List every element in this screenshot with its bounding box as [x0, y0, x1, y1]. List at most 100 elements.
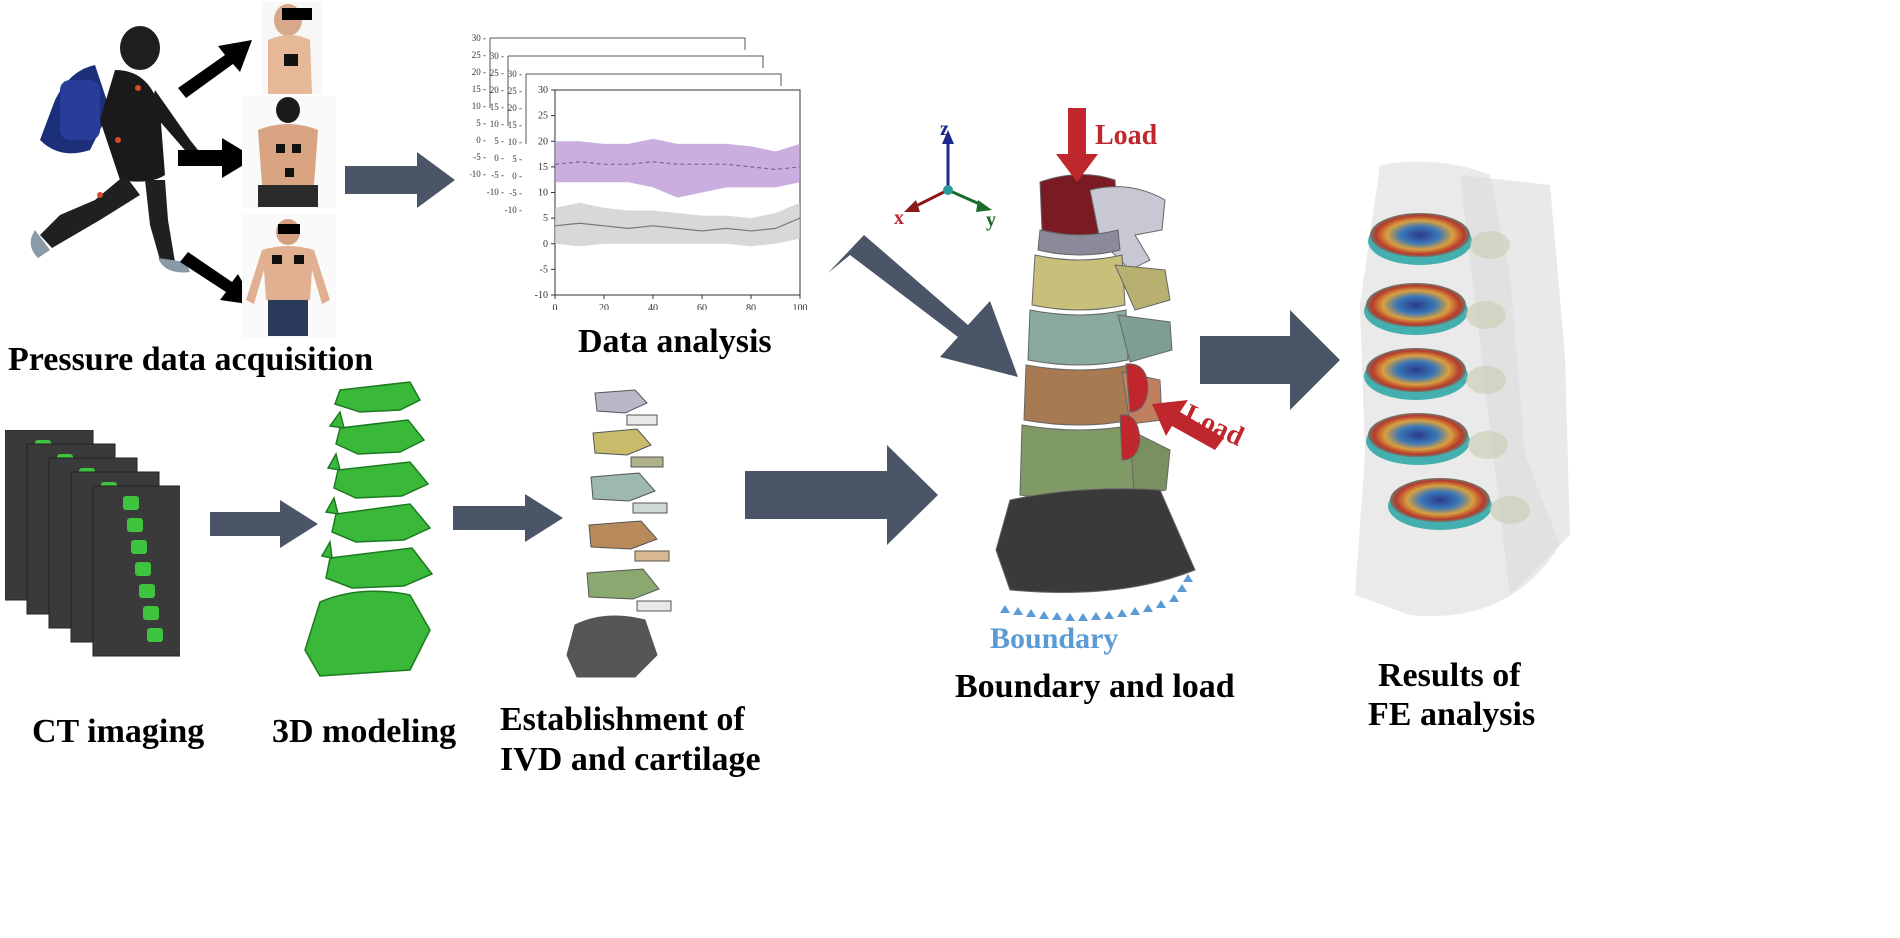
arrow-chart-to-boundary [828, 235, 1018, 377]
axis-x-label: x [894, 207, 904, 229]
fe-disc-stress-map [1366, 283, 1466, 327]
caption-results-line1: Results of [1378, 657, 1521, 694]
fe-facet [1468, 431, 1508, 459]
boundary-triangle [1078, 613, 1088, 621]
black-arrow-down [180, 252, 255, 305]
fe-facet [1490, 496, 1530, 524]
ct-vertebra-highlight [143, 606, 159, 620]
stacked-panel-frame [508, 55, 764, 68]
x-tick-label: 100 [793, 303, 808, 310]
boundary-triangle [1065, 613, 1075, 621]
photo-front-sensors [242, 214, 336, 338]
stacked-panel-tick-label: 30 - [472, 33, 486, 43]
arrow-to-results [1200, 310, 1340, 410]
series-0-band [555, 138, 800, 198]
stacked-panel-tick-label: -10 - [470, 169, 486, 179]
caption-ct-imaging: CT imaging [32, 713, 205, 750]
caption-boundary-and-load: Boundary and load [955, 668, 1235, 705]
load-arrow-side [1152, 400, 1224, 450]
ct-vertebra-highlight [139, 584, 155, 598]
stacked-panel-frame [490, 37, 746, 50]
caption-establishment-line2: IVD and cartilage [500, 741, 761, 778]
y-tick-label: 0 [543, 239, 548, 250]
photo-back-sensors [242, 96, 336, 208]
stacked-panel-tick-label: 20 - [490, 85, 504, 95]
photo-shoulder-sensor [262, 2, 322, 94]
boundary-triangle [1013, 607, 1023, 615]
running-child-figure [30, 26, 198, 273]
x-tick-label: 60 [697, 303, 707, 310]
stacked-panel-tick-label: 15 - [472, 84, 486, 94]
y-tick-label: -5 [540, 264, 548, 275]
ct-vertebra-highlight [127, 518, 143, 532]
stacked-panel-tick-label: 10 - [472, 101, 486, 111]
stacked-panel-tick-label: 0 - [476, 135, 486, 145]
data-analysis-chart: 30 -25 -20 -15 -10 -5 -0 --5 --10 -30 -2… [470, 33, 808, 310]
black-arrow-up [178, 40, 252, 98]
stacked-panel-tick-label: 25 - [508, 86, 522, 96]
axis-z-label: z [940, 118, 949, 140]
stacked-panel-tick-label: 15 - [490, 102, 504, 112]
green-spine-model [304, 381, 434, 677]
fe-facet [1466, 366, 1506, 394]
stacked-panel-tick-label: -10 - [505, 205, 522, 215]
axis-y-label: y [986, 209, 996, 231]
arrow-ivd-to-boundary [745, 445, 938, 545]
stacked-panel-tick-label: 15 - [508, 120, 522, 130]
black-arrow-right [178, 138, 255, 178]
stacked-panel-tick-label: -5 - [509, 188, 522, 198]
fe-analysis-results-model [1355, 161, 1570, 617]
x-tick-label: 20 [599, 303, 609, 310]
stacked-panel-tick-label: 10 - [508, 137, 522, 147]
x-tick-label: 80 [746, 303, 756, 310]
ivd-cartilage-model [566, 389, 672, 678]
ct-vertebra-highlight [147, 628, 163, 642]
stacked-panel-tick-label: 5 - [476, 118, 486, 128]
stacked-panel-tick-label: 25 - [472, 50, 486, 60]
stacked-panel-tick-label: 20 - [472, 67, 486, 77]
stacked-panel-tick-label: 25 - [490, 68, 504, 78]
fe-disc-stress-map [1370, 213, 1470, 257]
y-tick-label: 15 [538, 162, 548, 173]
boundary-triangle [1039, 611, 1049, 619]
stacked-panel-tick-label: 5 - [494, 136, 504, 146]
stacked-panel-tick-label: 0 - [512, 171, 522, 181]
stacked-panel-frame [526, 73, 782, 86]
stacked-panel-tick-label: -5 - [473, 152, 486, 162]
fe-disc-stress-map [1368, 413, 1468, 457]
stacked-panel-tick-label: 10 - [490, 119, 504, 129]
boundary-triangle [1026, 609, 1036, 617]
stacked-panel-tick-label: 30 - [490, 51, 504, 61]
caption-3d-modeling: 3D modeling [272, 713, 457, 750]
pressure-acquisition-illustration [30, 2, 336, 338]
boundary-triangle [1130, 607, 1140, 615]
boundary-label: Boundary [990, 622, 1118, 655]
boundary-triangle [1052, 612, 1062, 620]
x-tick-label: 40 [648, 303, 658, 310]
boundary-triangle [1091, 612, 1101, 620]
boundary-triangle [1177, 584, 1187, 592]
boundary-triangle [1169, 594, 1179, 602]
stacked-panel-tick-label: 20 - [508, 103, 522, 113]
boundary-triangle [1104, 611, 1114, 619]
fe-disc-stress-map [1366, 348, 1466, 392]
y-tick-label: 30 [538, 85, 548, 96]
coordinate-axes-icon [904, 130, 992, 212]
stacked-panel-tick-label: 0 - [494, 153, 504, 163]
boundary-load-model: z x y Load Load Boundary [894, 108, 1249, 655]
x-tick-label: 0 [553, 303, 558, 310]
boundary-constraint-markers [1000, 574, 1193, 621]
ct-vertebra-highlight [135, 562, 151, 576]
ct-vertebra-highlight [123, 496, 139, 510]
boundary-triangle [1117, 609, 1127, 617]
arrow-ct-to-3d [210, 500, 318, 548]
stacked-panel-tick-label: -10 - [487, 187, 504, 197]
ct-vertebra-highlight [131, 540, 147, 554]
ct-image-stack [5, 430, 180, 657]
arrow-to-data-analysis [345, 152, 455, 208]
caption-data-analysis: Data analysis [578, 323, 772, 360]
fe-facet [1470, 231, 1510, 259]
stacked-panel-tick-label: -5 - [491, 170, 504, 180]
series-1-mean-line [554, 217, 801, 232]
arrow-3d-to-ivd [453, 494, 563, 542]
